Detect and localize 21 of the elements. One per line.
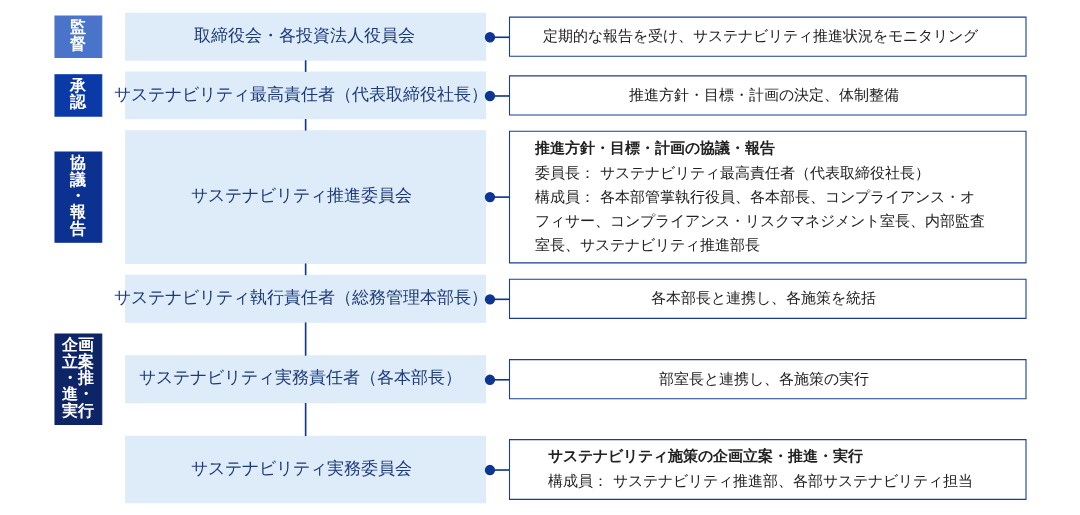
connector: [484, 464, 510, 475]
connector: [484, 31, 510, 42]
connector: [304, 321, 306, 356]
node-box: 協議・報告: [53, 150, 102, 243]
node-box: 定期的な報告を受け、サステナビリティ推進状況をモニタリング: [508, 16, 1027, 57]
node-box: 部室長と連携し、各施策の実行: [508, 358, 1027, 399]
node-box: 取締役会・各投資法人役員会: [124, 12, 486, 61]
connector: [484, 191, 510, 202]
node-box: 監督: [53, 15, 102, 58]
node-box: 推進方針・目標・計画の協議・報告 委員長： サステナビリティ最高責任者（代表取締役社長） 構成員： 各本部管掌執行役員、各本部長、コンプライアンス・オフィサー、コンプライアンス・リスクマネジメント室長、内部監査室長、サステナビリティ推進部長: [508, 130, 1027, 263]
connector: [304, 401, 306, 437]
node-box: サステナビリティ推進委員会: [124, 129, 486, 264]
node-box: 承認: [53, 73, 102, 117]
node-box: サステナビリティ施策の企画立案・推進・実行 構成員： サステナビリティ推進部、各部サステナビリティ担当: [508, 438, 1027, 500]
node-box: 企画立案・推進・実行: [53, 333, 102, 425]
node-box: サステナビリティ実務委員会: [124, 435, 486, 503]
connector: [484, 374, 510, 385]
node-box: 推進方針・目標・計画の決定、体制整備: [508, 74, 1027, 116]
node-box: サステナビリティ実務責任者（各本部長）: [124, 354, 486, 403]
connector: [484, 90, 510, 101]
node-box: 各本部長と連携し、各施策を統括: [508, 278, 1027, 319]
